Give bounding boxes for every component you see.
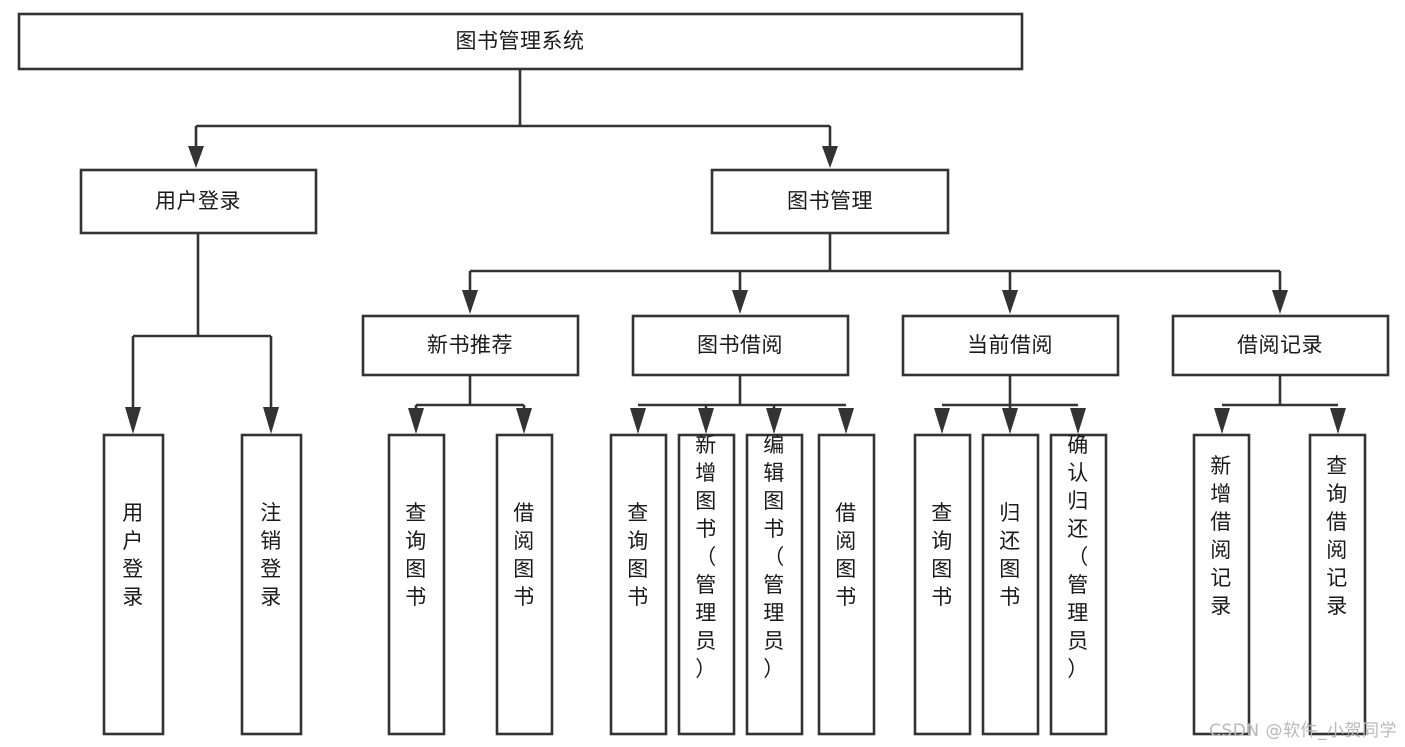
- node-current-borrow-label: 当前借阅: [967, 333, 1053, 357]
- leaf-node-borrow-record-1[interactable]: 查询借阅记录: [1308, 433, 1367, 736]
- arrow-head-new-book-leaf-0: [408, 408, 424, 434]
- leaf-node-borrow-record-0-label: 新增借阅记录: [1210, 454, 1232, 618]
- node-new-book-recommend-box[interactable]: [361, 314, 580, 377]
- leaf-node-new-book-1[interactable]: 借阅图书: [495, 433, 554, 736]
- arrow-head-borrow-record: [1272, 290, 1288, 314]
- arrow-head-book-borrow-leaf-3: [838, 408, 854, 434]
- leaf-node-book-borrow-3-label: 借阅图书: [835, 501, 857, 609]
- leaf-node-borrow-record-1-box[interactable]: [1308, 433, 1367, 736]
- arrow-head-book-mgmt: [822, 146, 838, 168]
- arrow-head-current-borrow-leaf-2: [1070, 408, 1086, 434]
- leaf-node-user-login-0-label: 用户登录: [122, 501, 144, 609]
- node-root-system[interactable]: 图书管理系统: [17, 12, 1024, 71]
- leaf-node-user-login-1[interactable]: 注销登录: [240, 433, 303, 736]
- leaf-node-book-borrow-1-label: 新增图书（管理员）: [695, 433, 717, 681]
- node-user-login-label: 用户登录: [155, 189, 241, 213]
- connector-group-book-borrow-leaves: [630, 375, 854, 434]
- node-book-management[interactable]: 图书管理: [710, 168, 950, 235]
- csdn-watermark: CSDN @软件_小贺同学: [1209, 721, 1397, 741]
- connector-group-current-borrow-leaves: [934, 375, 1086, 434]
- node-current-borrow-box[interactable]: [901, 314, 1120, 377]
- connector-group-root: [188, 69, 838, 168]
- leaf-node-user-login-0[interactable]: 用户登录: [102, 433, 165, 736]
- leaf-node-user-login-0-box[interactable]: [102, 433, 165, 736]
- node-new-book-recommend[interactable]: 新书推荐: [361, 314, 580, 377]
- arrow-head-user-login: [188, 146, 204, 168]
- connector-group-book-management: [462, 233, 1288, 314]
- arrow-head-book-borrow: [732, 290, 748, 314]
- leaf-node-current-borrow-1-box[interactable]: [981, 433, 1040, 736]
- node-user-login[interactable]: 用户登录: [79, 168, 318, 235]
- leaf-node-new-book-0-label: 查询图书: [405, 501, 427, 609]
- leaf-node-new-book-1-label: 借阅图书: [513, 501, 535, 609]
- node-book-borrow-box[interactable]: [631, 314, 850, 377]
- leaf-node-new-book-0-box[interactable]: [387, 433, 446, 736]
- leaf-node-current-borrow-0-label: 查询图书: [931, 501, 953, 609]
- leaf-node-user-login-1-label: 注销登录: [260, 501, 282, 609]
- leaf-node-book-borrow-2-box[interactable]: [745, 433, 804, 736]
- leaf-node-borrow-record-0-box[interactable]: [1192, 433, 1251, 736]
- leaf-node-book-borrow-1-box[interactable]: [677, 433, 736, 736]
- node-user-login-box[interactable]: [79, 168, 318, 235]
- leaf-node-user-login-1-box[interactable]: [240, 433, 303, 736]
- leaf-node-current-borrow-1[interactable]: 归还图书: [981, 433, 1040, 736]
- node-current-borrow[interactable]: 当前借阅: [901, 314, 1120, 377]
- node-root-system-label: 图书管理系统: [456, 29, 585, 53]
- leaf-node-book-borrow-2[interactable]: 编辑图书（管理员）: [745, 433, 804, 736]
- arrow-head-book-borrow-leaf-0: [630, 408, 646, 434]
- arrow-head-book-borrow-leaf-1: [698, 408, 714, 434]
- leaf-node-current-borrow-0-box[interactable]: [913, 433, 972, 736]
- arrow-head-user-login-leaf-0: [125, 407, 141, 434]
- arrow-head-new-book-leaf-1: [516, 408, 532, 434]
- leaf-node-borrow-record-1-label: 查询借阅记录: [1326, 454, 1348, 618]
- leaf-node-borrow-record-0[interactable]: 新增借阅记录: [1192, 433, 1251, 736]
- leaf-node-book-borrow-0[interactable]: 查询图书: [609, 433, 668, 736]
- leaf-node-book-borrow-0-label: 查询图书: [627, 501, 649, 609]
- arrow-head-borrow-record-leaf-1: [1330, 408, 1346, 434]
- node-book-borrow[interactable]: 图书借阅: [631, 314, 850, 377]
- arrow-head-current-borrow-leaf-0: [934, 408, 950, 434]
- leaf-node-current-borrow-0[interactable]: 查询图书: [913, 433, 972, 736]
- connector-group-borrow-record-leaves: [1214, 375, 1346, 434]
- arrow-head-user-login-leaf-1: [263, 407, 279, 434]
- arrow-head-new-book: [462, 290, 478, 314]
- leaf-node-book-borrow-1[interactable]: 新增图书（管理员）: [677, 433, 736, 736]
- node-book-borrow-label: 图书借阅: [697, 333, 783, 357]
- node-borrow-record-box[interactable]: [1171, 314, 1390, 377]
- arrow-head-borrow-record-leaf-0: [1214, 408, 1230, 434]
- node-book-management-box[interactable]: [710, 168, 950, 235]
- node-borrow-record[interactable]: 借阅记录: [1171, 314, 1390, 377]
- arrow-head-current-borrow: [1002, 290, 1018, 314]
- leaf-node-current-borrow-2[interactable]: 确认归还（管理员）: [1049, 433, 1108, 736]
- leaf-node-current-borrow-2-box[interactable]: [1049, 433, 1108, 736]
- leaf-node-new-book-0[interactable]: 查询图书: [387, 433, 446, 736]
- node-book-management-label: 图书管理: [787, 189, 873, 213]
- leaf-node-book-borrow-0-box[interactable]: [609, 433, 668, 736]
- leaf-node-new-book-1-box[interactable]: [495, 433, 554, 736]
- node-new-book-recommend-label: 新书推荐: [427, 333, 513, 357]
- node-borrow-record-label: 借阅记录: [1237, 333, 1323, 357]
- node-root-system-box[interactable]: [17, 12, 1024, 71]
- arrow-head-current-borrow-leaf-1: [1002, 408, 1018, 434]
- connector-group-new-book-leaves: [408, 375, 532, 434]
- leaf-node-book-borrow-3-box[interactable]: [817, 433, 876, 736]
- leaf-node-book-borrow-3[interactable]: 借阅图书: [817, 433, 876, 736]
- arrow-head-book-borrow-leaf-2: [766, 408, 782, 434]
- leaf-node-current-borrow-1-label: 归还图书: [999, 501, 1021, 609]
- connector-group-user-login-leaves: [125, 233, 279, 434]
- leaf-node-book-borrow-2-label: 编辑图书（管理员）: [763, 433, 785, 681]
- leaf-node-current-borrow-2-label: 确认归还（管理员）: [1067, 433, 1089, 681]
